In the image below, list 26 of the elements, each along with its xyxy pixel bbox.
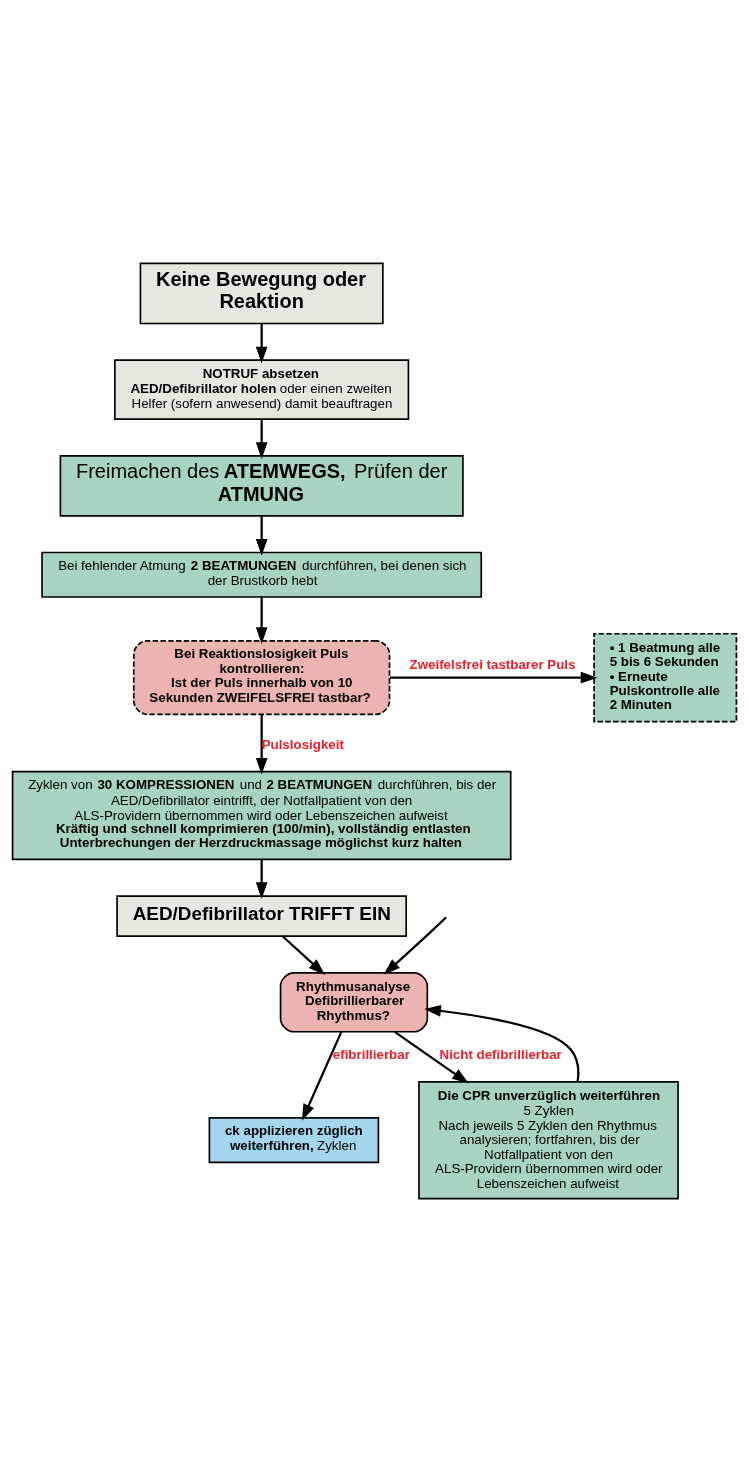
node-box: Die CPR unverzüglich weiterführen 5 Zyklen Nach jeweils 5 Zyklen den Rhythmus analysieren; fortfahren, bis der Notfallpatient von den ALS-Providern übernommen wird oder Lebenszeichen aufweist xyxy=(418,1080,679,1200)
node-box: Keine Bewegung oder Reaktion xyxy=(139,262,384,325)
node-box: • 1 Beatmung alle 5 bis 6 Sekunden • Erneute Pulskontrolle alle 2 Minuten xyxy=(593,632,738,723)
arrow xyxy=(301,1031,343,1121)
node-box: Freimachen des ATEMWEGS, Prüfen der ATMUNG xyxy=(59,454,464,517)
arrow xyxy=(281,935,326,975)
node-box: Bei fehlender Atmung 2 BEATMUNGEN durchführen, bei denen sich der Brustkorb hebt xyxy=(41,551,483,598)
node-box: AED/Defibrillator TRIFFT EIN xyxy=(116,895,408,937)
arrow xyxy=(424,1005,580,1082)
node-box: NOTRUF absetzen AED/Defibrillator holen oder einen zweiten Helfer (sofern anwesend) damit beauftragen xyxy=(114,359,410,420)
edge-label: Nicht defibrillierbar xyxy=(439,1047,562,1063)
edge-label: efibrillierbar xyxy=(332,1047,410,1063)
arrow xyxy=(255,323,268,364)
arrow xyxy=(389,671,598,684)
arrow xyxy=(255,419,268,459)
arrow xyxy=(255,516,268,556)
node-box: ck applizieren züglich weiterführen, Zyklen xyxy=(208,1117,380,1164)
arrow xyxy=(255,859,268,900)
arrow xyxy=(255,597,268,644)
arrow xyxy=(394,1030,469,1084)
arrow xyxy=(255,714,268,775)
edge-label: Zweifelsfrei tastbarer Puls xyxy=(409,657,576,673)
node-box: Zyklen von 30 KOMPRESSIONEN und 2 BEATMUNGEN durchführen, bis der AED/Defibrillator eintrifft, der Notfallpatient von den ALS-Providern übernommen wird oder Lebenszeichen aufweist Kräftig und schnell komprimieren (100/min), vollständig entlasten Unterbrechungen der Herzdruckmassage möglichst kurz halten xyxy=(11,770,512,861)
arrow xyxy=(383,916,447,975)
node-box: Bei Reaktionslosigkeit Puls kontrollieren: Ist der Puls innerhalb von 10 Sekunden ZWEIFELSFREI tastbar? xyxy=(132,640,391,716)
node-box: Rhythmusanalyse Defibrillierbarer Rhythmus? xyxy=(279,972,429,1033)
